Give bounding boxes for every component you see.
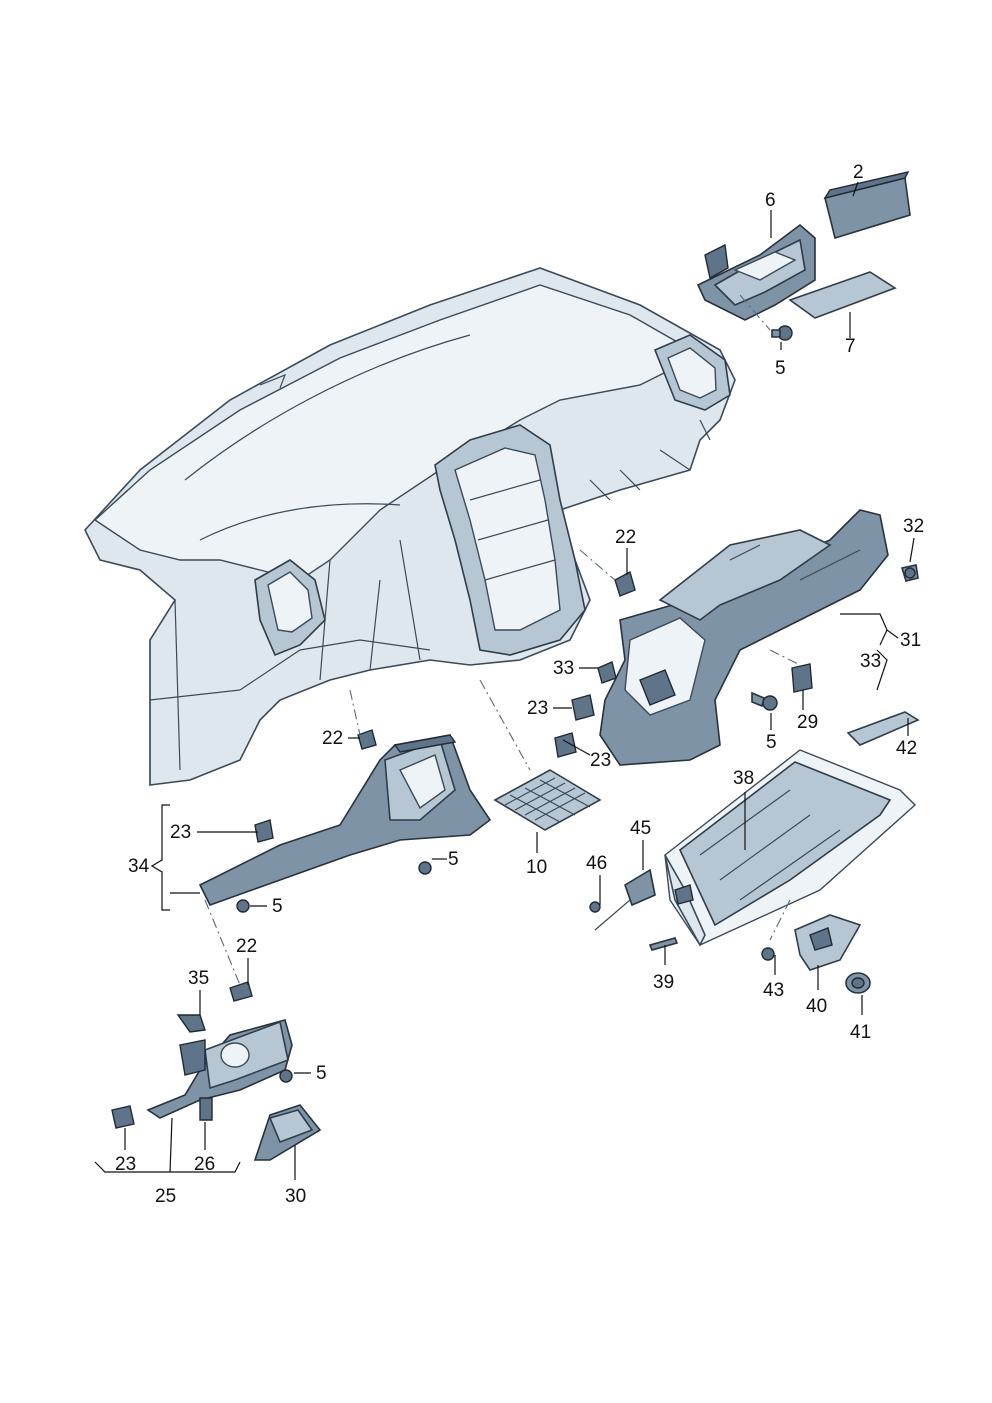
label-23: 23 <box>170 822 191 843</box>
part-bracket-42 <box>846 711 920 746</box>
part-glovebox-38 <box>664 749 917 947</box>
part-clip-23a <box>571 694 595 721</box>
part-cover-2 <box>823 170 911 240</box>
label-22: 22 <box>615 527 636 548</box>
label-40: 40 <box>806 996 827 1017</box>
label-23: 23 <box>115 1154 136 1175</box>
label-32: 32 <box>903 516 924 537</box>
part-clip-22b <box>357 729 377 750</box>
part-lock-cylinder-41 <box>845 972 871 994</box>
label-6: 6 <box>765 190 776 211</box>
dashboard-panel <box>84 267 736 786</box>
label-22: 22 <box>322 728 343 749</box>
label-41: 41 <box>850 1022 871 1043</box>
label-5: 5 <box>272 896 283 917</box>
part-clip-26 <box>199 1097 213 1121</box>
part-lower-trim-31 <box>599 509 889 766</box>
part-clip-22c <box>229 981 253 1002</box>
label-35: 35 <box>188 968 209 989</box>
part-trim-34 <box>198 734 492 906</box>
label-42: 42 <box>896 738 917 759</box>
label-46: 46 <box>586 853 607 874</box>
leader-lines <box>94 181 915 1180</box>
part-screw-5c <box>418 861 432 875</box>
label-7: 7 <box>845 336 856 357</box>
label-34: 34 <box>128 856 150 877</box>
part-mat-7 <box>788 271 897 319</box>
label-10: 10 <box>526 857 547 878</box>
part-screw-43 <box>761 947 775 961</box>
label-43: 43 <box>763 980 784 1001</box>
label-5: 5 <box>775 358 786 379</box>
part-trim-25 <box>146 1019 293 1119</box>
label-33: 33 <box>860 651 881 672</box>
label-23: 23 <box>590 750 611 771</box>
part-clip-23b <box>554 732 577 758</box>
part-damper-45 <box>594 868 656 931</box>
label-33: 33 <box>553 658 574 679</box>
part-clip-23c <box>254 819 274 843</box>
part-screw-5a <box>771 325 793 341</box>
part-pin-39 <box>648 937 679 951</box>
part-clip-33a <box>597 661 617 684</box>
part-storage-compartment-6 <box>696 223 816 321</box>
label-2: 2 <box>853 162 864 183</box>
part-clip-23d <box>111 1105 135 1129</box>
part-cover-30 <box>253 1104 322 1161</box>
part-mesh-10 <box>493 769 602 831</box>
part-lock-40 <box>794 914 862 971</box>
label-31: 31 <box>900 630 921 651</box>
label-25: 25 <box>155 1186 176 1207</box>
label-38: 38 <box>733 768 754 789</box>
label-45: 45 <box>630 818 651 839</box>
label-5: 5 <box>448 849 459 870</box>
label-39: 39 <box>653 972 674 993</box>
label-5: 5 <box>316 1063 327 1084</box>
part-screw-5b <box>751 691 778 711</box>
label-30: 30 <box>285 1186 306 1207</box>
label-26: 26 <box>194 1154 215 1175</box>
part-screw-46 <box>589 901 601 913</box>
assembly-lines <box>204 294 801 986</box>
label-29: 29 <box>797 712 818 733</box>
part-clip-29 <box>791 663 813 693</box>
part-clip-22a <box>614 570 636 597</box>
label-22: 22 <box>236 936 257 957</box>
part-screw-5d <box>236 899 250 913</box>
label-23: 23 <box>527 698 548 719</box>
part-clip-35 <box>176 1014 206 1033</box>
callout-labels: 2 6 5 7 22 32 31 33 33 29 5 23 23 42 22 … <box>115 162 924 1207</box>
part-screw-5e <box>279 1069 293 1083</box>
label-5: 5 <box>766 732 777 753</box>
part-clip-32 <box>900 564 919 582</box>
